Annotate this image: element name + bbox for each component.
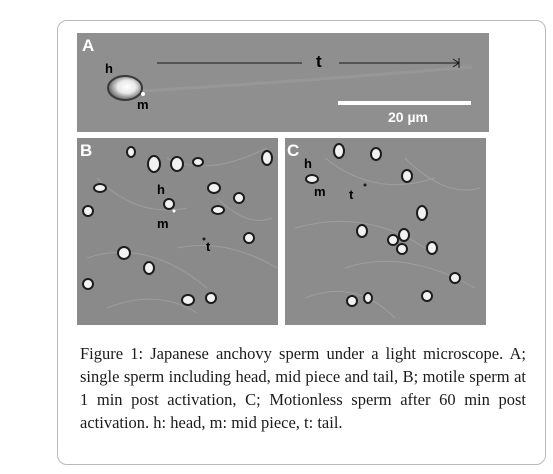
panel-c-micrograph: C h m t <box>285 138 486 325</box>
scale-bar-label: 20 µm <box>388 109 428 125</box>
mid-piece-label: m <box>314 184 326 199</box>
tail-label: t <box>206 239 211 254</box>
panel-b-label: B <box>80 141 93 160</box>
panel-a-label: A <box>82 36 95 55</box>
tail-label: t <box>349 187 354 202</box>
tail-label: t <box>316 52 322 71</box>
head-label: h <box>304 156 312 171</box>
panel-a-micrograph: A h m t 20 µm <box>77 33 489 132</box>
figure-caption: Figure 1: Japanese anchovy sperm under a… <box>80 342 526 434</box>
panel-b-micrograph: B h m t <box>77 138 278 325</box>
sperm-head <box>107 75 143 101</box>
mid-piece-label: m <box>157 216 169 231</box>
head-label: h <box>105 61 113 76</box>
head-label: h <box>157 182 165 197</box>
mid-piece-label: m <box>137 97 149 112</box>
panel-c-label: C <box>287 141 300 160</box>
caption-label: Figure 1: <box>80 344 144 363</box>
caption-text: Japanese anchovy sperm under a light mic… <box>80 344 526 432</box>
